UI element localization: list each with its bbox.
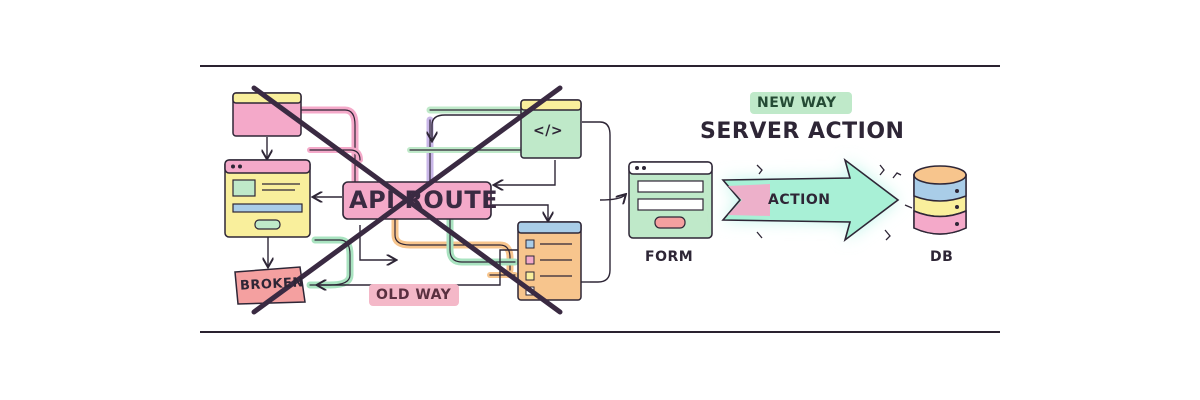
old-way-badge-bg [369,284,459,306]
form-label: FORM [645,249,694,265]
broken-tag [234,266,306,305]
list-window [517,221,582,301]
database-icon [913,165,967,235]
api-route-box [342,181,492,220]
action-arrow [721,157,900,243]
browser-window [224,159,311,238]
action-label: ACTION [768,192,831,208]
top-divider [200,65,1000,67]
spark-marks [756,164,913,241]
new-way-badge-bg [750,92,852,114]
code-glyph: </> [533,123,564,139]
bottom-divider [200,331,1000,333]
api-route-label: API ROUTE [349,186,499,214]
old-way-label: OLD WAY [376,287,452,303]
new-way-label: NEW WAY [757,95,837,111]
cross-out-mark [251,85,563,315]
db-label: DB [930,249,954,265]
server-action-title: SERVER ACTION [700,119,905,144]
form-window [628,161,713,239]
